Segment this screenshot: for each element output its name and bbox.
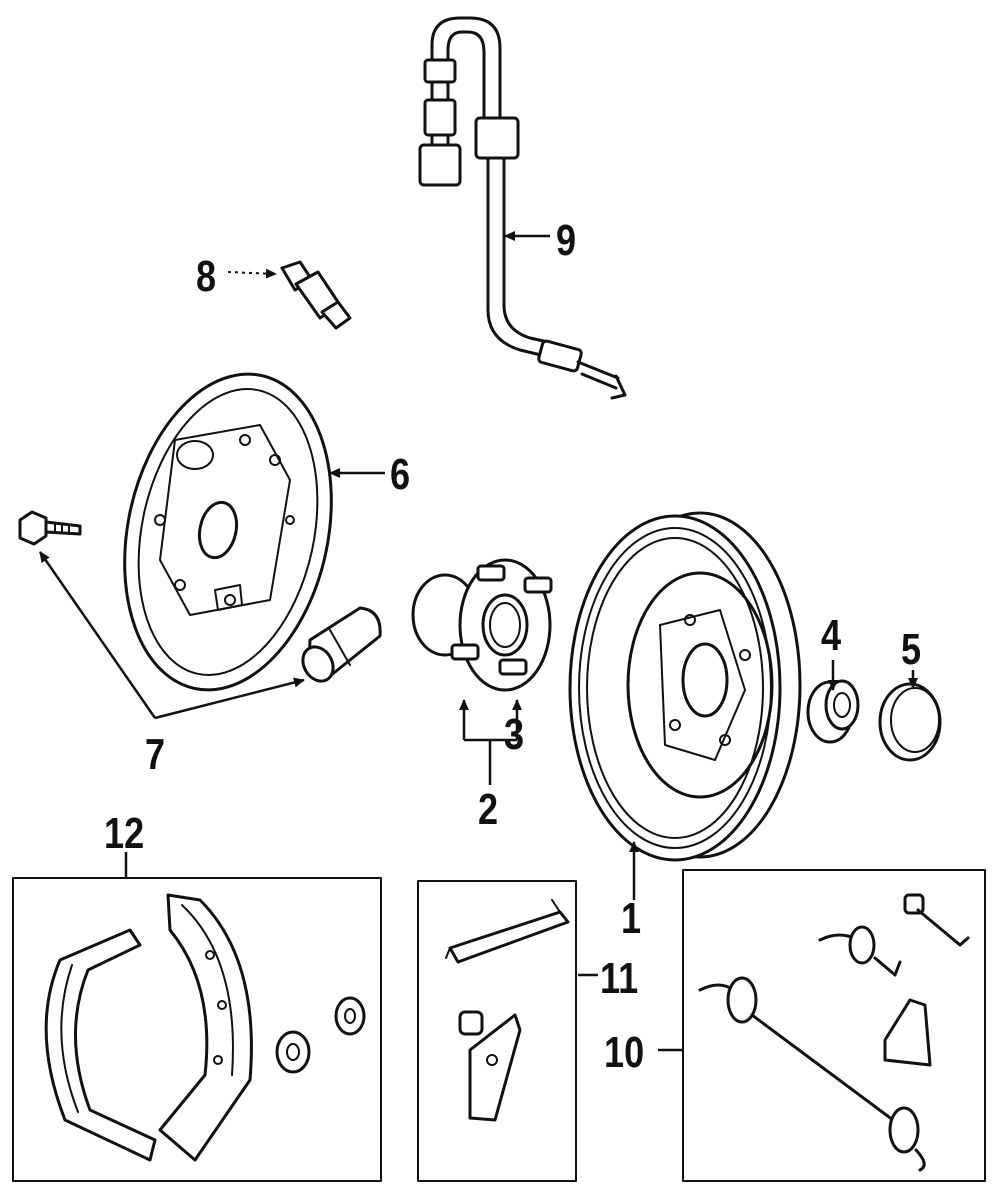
callout-12: 12 (104, 809, 145, 858)
callout-6: 6 (390, 450, 411, 499)
hub-nut (806, 679, 860, 744)
callout-1: 1 (621, 894, 642, 943)
brake-drum (568, 511, 802, 862)
callout-10: 10 (604, 1028, 645, 1077)
hardware-kit-box (682, 869, 986, 1182)
callout-3: 3 (504, 710, 525, 759)
callout-7: 7 (145, 730, 166, 779)
brake-hose (418, 16, 627, 400)
hub-bearing (411, 558, 553, 692)
callout-8: 8 (196, 252, 217, 301)
callout-11: 11 (600, 954, 639, 1003)
bleeder-screw (280, 260, 352, 330)
leader-lines (38, 231, 918, 1052)
callout-9: 9 (556, 216, 577, 265)
callout-4: 4 (821, 611, 842, 660)
adjuster-kit-box (417, 880, 577, 1182)
wheel-cylinder (301, 606, 382, 683)
callout-5: 5 (901, 625, 922, 674)
brake-shoe-kit-box (12, 877, 382, 1182)
callout-2: 2 (478, 785, 499, 834)
mounting-bolt (18, 510, 82, 546)
backing-plate (123, 372, 333, 692)
grease-cap (878, 682, 942, 762)
